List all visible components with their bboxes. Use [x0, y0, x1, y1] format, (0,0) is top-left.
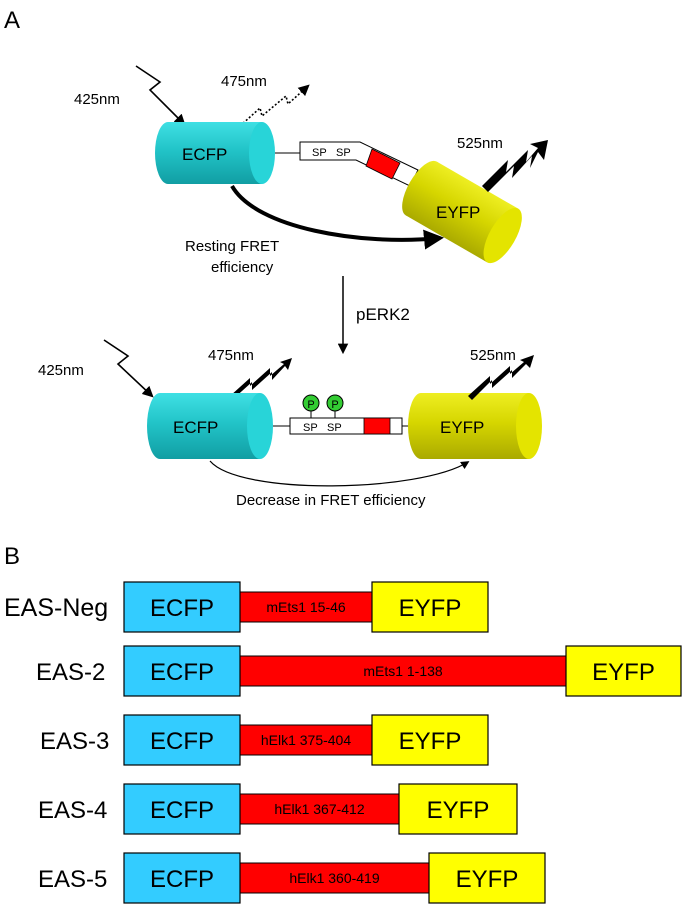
panel-a-label: A [4, 7, 20, 34]
phospho-circle-1 [302, 394, 320, 412]
top-sp2-label: SP [336, 147, 351, 159]
eyfp-box [371, 581, 489, 633]
bottom-ecfp-label: ECFP [173, 418, 218, 437]
bottom-ecfp-cylinder [147, 393, 273, 459]
top-eyfp-label: EYFP [436, 203, 480, 222]
linker-label: mEts1 1-138 [363, 663, 443, 679]
top-fret-note-line2: efficiency [211, 259, 274, 276]
bottom-fret-note: Decrease in FRET efficiency [236, 492, 426, 509]
top-fret-note-line1: Resting FRET [185, 238, 279, 255]
construct-name: EAS-2 [36, 659, 105, 686]
construct-name: EAS-3 [40, 728, 109, 755]
construct-name: EAS-5 [38, 866, 107, 893]
construct-row: EAS-3 hElk1 375-404 ECFP EYFP [40, 714, 489, 766]
eyfp-box [428, 852, 546, 904]
top-excitation-label: 425nm [74, 91, 120, 108]
bottom-excitation-arrow [103, 339, 154, 398]
top-donor-emission-arrow [239, 84, 310, 127]
ecfp-box [123, 581, 241, 633]
linker-box [239, 793, 400, 825]
construct-row: EAS-5 hElk1 360-419 ECFP EYFP [38, 852, 546, 904]
linker-box [239, 591, 373, 623]
bottom-donor-emission-arrow [230, 358, 292, 400]
phospho-label-1: P [307, 399, 314, 411]
eyfp-box-label: EYFP [427, 797, 490, 824]
bottom-fret-arrow [209, 460, 470, 487]
ecfp-box [123, 714, 241, 766]
eyfp-box-label: EYFP [399, 728, 462, 755]
top-fret-arrow [230, 184, 444, 250]
construct-name: EAS-Neg [4, 594, 108, 622]
top-ecfp-label: ECFP [182, 145, 227, 164]
bottom-acceptor-emission-label: 525nm [470, 347, 516, 364]
bottom-donor-emission-label: 475nm [208, 347, 254, 364]
eyfp-box [398, 783, 518, 835]
top-donor-emission-label: 475nm [221, 73, 267, 90]
eyfp-box-label: EYFP [456, 866, 519, 893]
ecfp-box-label: ECFP [150, 595, 214, 622]
top-sp1-label: SP [312, 147, 327, 159]
linker-label: hElk1 375-404 [261, 732, 352, 748]
ecfp-box-label: ECFP [150, 866, 214, 893]
linker-box [239, 655, 567, 687]
bottom-excitation-label: 425nm [38, 362, 84, 379]
linker-label: mEts1 15-46 [266, 599, 346, 615]
linker-label: hElk1 360-419 [289, 870, 380, 886]
bottom-linker-red-segment [363, 417, 391, 435]
construct-row: EAS-2 mEts1 1-138 ECFP EYFP [36, 645, 682, 697]
construct-row: EAS-4 hElk1 367-412 ECFP EYFP [38, 783, 518, 835]
bottom-eyfp-label: EYFP [440, 418, 484, 437]
eyfp-box-label: EYFP [399, 595, 462, 622]
linker-label: hElk1 367-412 [274, 801, 365, 817]
ecfp-box-label: ECFP [150, 728, 214, 755]
bottom-eyfp-cylinder [408, 393, 542, 459]
ecfp-box [123, 852, 241, 904]
panel-b-label: B [4, 543, 20, 570]
ecfp-box-label: ECFP [150, 659, 214, 686]
top-excitation-arrow [135, 65, 186, 126]
phospho-circle-2 [326, 394, 344, 412]
top-eyfp-cylinder [402, 160, 522, 264]
top-linker-red-segment [365, 148, 401, 180]
top-acceptor-emission-arrow [482, 140, 548, 192]
perk2-label: pERK2 [356, 305, 410, 324]
eyfp-box [371, 714, 489, 766]
top-ecfp-cylinder [155, 122, 275, 184]
bottom-sp1-label: SP [303, 422, 318, 434]
construct-row: EAS-Neg mEts1 15-46 ECFP EYFP [4, 581, 489, 633]
top-acceptor-emission-label: 525nm [457, 135, 503, 152]
top-resting-state: 425nm 475nm ECFP SP SP EYFP 525nm Restin… [74, 65, 548, 276]
eyfp-box-label: EYFP [592, 659, 655, 686]
ecfp-box [123, 783, 241, 835]
bottom-phosphorylated-state: 425nm 475nm ECFP SP SP P P EYFP 525nm [38, 339, 542, 509]
phospho-label-2: P [331, 399, 338, 411]
eyfp-box [565, 645, 682, 697]
construct-name: EAS-4 [38, 797, 107, 824]
ecfp-box-label: ECFP [150, 797, 214, 824]
bottom-sp2-label: SP [327, 422, 342, 434]
ecfp-box [123, 645, 241, 697]
bottom-acceptor-emission-arrow [468, 355, 534, 400]
